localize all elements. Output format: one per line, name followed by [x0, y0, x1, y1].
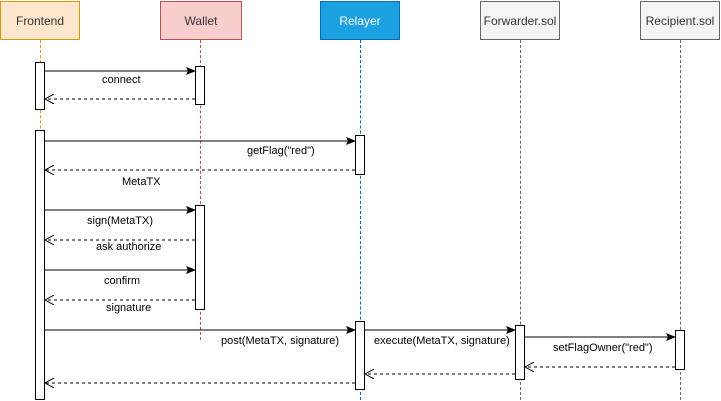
actor-forwarder-label: Forwarder.sol — [483, 13, 557, 28]
activation-forwarder — [515, 325, 525, 380]
actor-relayer-label: Relayer — [339, 13, 381, 28]
label-metatx: MetaTX — [122, 176, 161, 188]
activation-relayer-1 — [355, 135, 365, 175]
lifeline-forwarder — [520, 40, 521, 400]
actor-forwarder: Forwarder.sol — [480, 1, 560, 40]
label-sign: sign(MetaTX) — [87, 215, 154, 227]
actor-frontend-label: Frontend — [15, 13, 65, 28]
actor-relayer: Relayer — [320, 1, 400, 40]
label-ask-authorize: ask authorize — [96, 241, 162, 253]
activation-frontend-1 — [35, 62, 45, 110]
label-setflagowner: setFlagOwner("red") — [553, 342, 653, 354]
actor-recipient: Recipient.sol — [640, 1, 720, 40]
activation-wallet-2 — [195, 205, 205, 310]
activation-recipient — [675, 330, 685, 370]
label-getflag: getFlag("red") — [247, 145, 315, 157]
label-execute: execute(MetaTX, signature) — [374, 335, 510, 347]
label-signature: signature — [106, 302, 152, 314]
actor-frontend: Frontend — [0, 1, 80, 40]
actor-wallet-label: Wallet — [184, 13, 218, 28]
activation-frontend-2 — [35, 130, 45, 400]
label-post: post(MetaTX, signature) — [221, 335, 339, 347]
lifeline-wallet — [200, 40, 201, 340]
lifeline-recipient — [680, 40, 681, 400]
actor-wallet: Wallet — [160, 1, 242, 40]
lifeline-relayer — [360, 40, 361, 400]
label-confirm: confirm — [104, 275, 141, 287]
activation-relayer-2 — [355, 321, 365, 390]
actor-recipient-label: Recipient.sol — [645, 13, 715, 28]
label-connect: connect — [102, 74, 141, 86]
activation-wallet-1 — [195, 66, 205, 105]
